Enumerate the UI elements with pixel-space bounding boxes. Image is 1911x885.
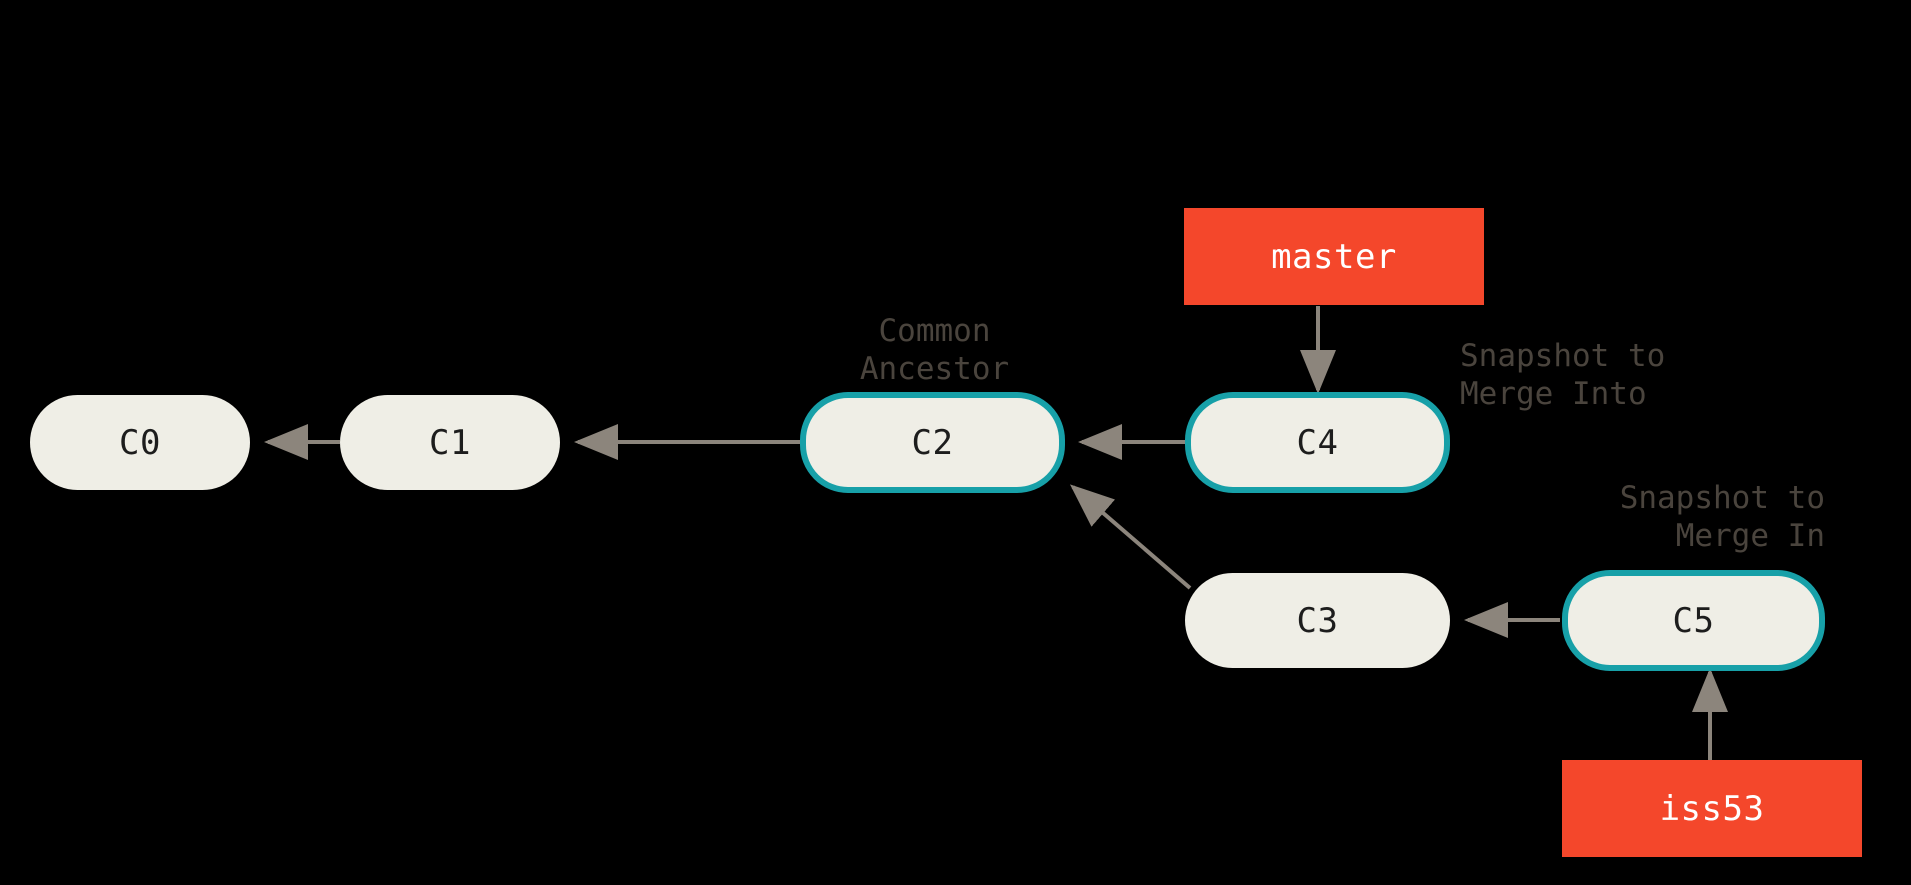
commit-node-c2[interactable]: C2: [800, 392, 1065, 493]
branch-label-iss53-text: iss53: [1659, 788, 1765, 829]
commit-label-c5: C5: [1672, 600, 1715, 641]
commit-node-c3[interactable]: C3: [1185, 573, 1450, 668]
commit-label-c4: C4: [1296, 422, 1339, 463]
edge-c3-to-c2: [1069, 484, 1192, 590]
annotation-common-ancestor: Common Ancestor: [859, 313, 1010, 387]
annotation-snapshot-merge-into: Snapshot to Merge Into: [1460, 338, 1666, 412]
commit-node-c5[interactable]: C5: [1562, 570, 1825, 671]
commit-label-c3: C3: [1296, 600, 1339, 641]
commit-node-c0[interactable]: C0: [30, 395, 250, 490]
commit-label-c1: C1: [429, 422, 471, 463]
branch-label-master[interactable]: master: [1184, 208, 1484, 305]
commit-label-c0: C0: [119, 422, 161, 463]
commit-label-c2: C2: [911, 422, 954, 463]
branch-label-iss53[interactable]: iss53: [1562, 760, 1862, 857]
commit-node-c4[interactable]: C4: [1185, 392, 1450, 493]
annotation-snapshot-merge-in: Snapshot to Merge In: [1619, 480, 1825, 554]
commit-node-c1[interactable]: C1: [340, 395, 560, 490]
branch-label-master-text: master: [1271, 236, 1397, 277]
